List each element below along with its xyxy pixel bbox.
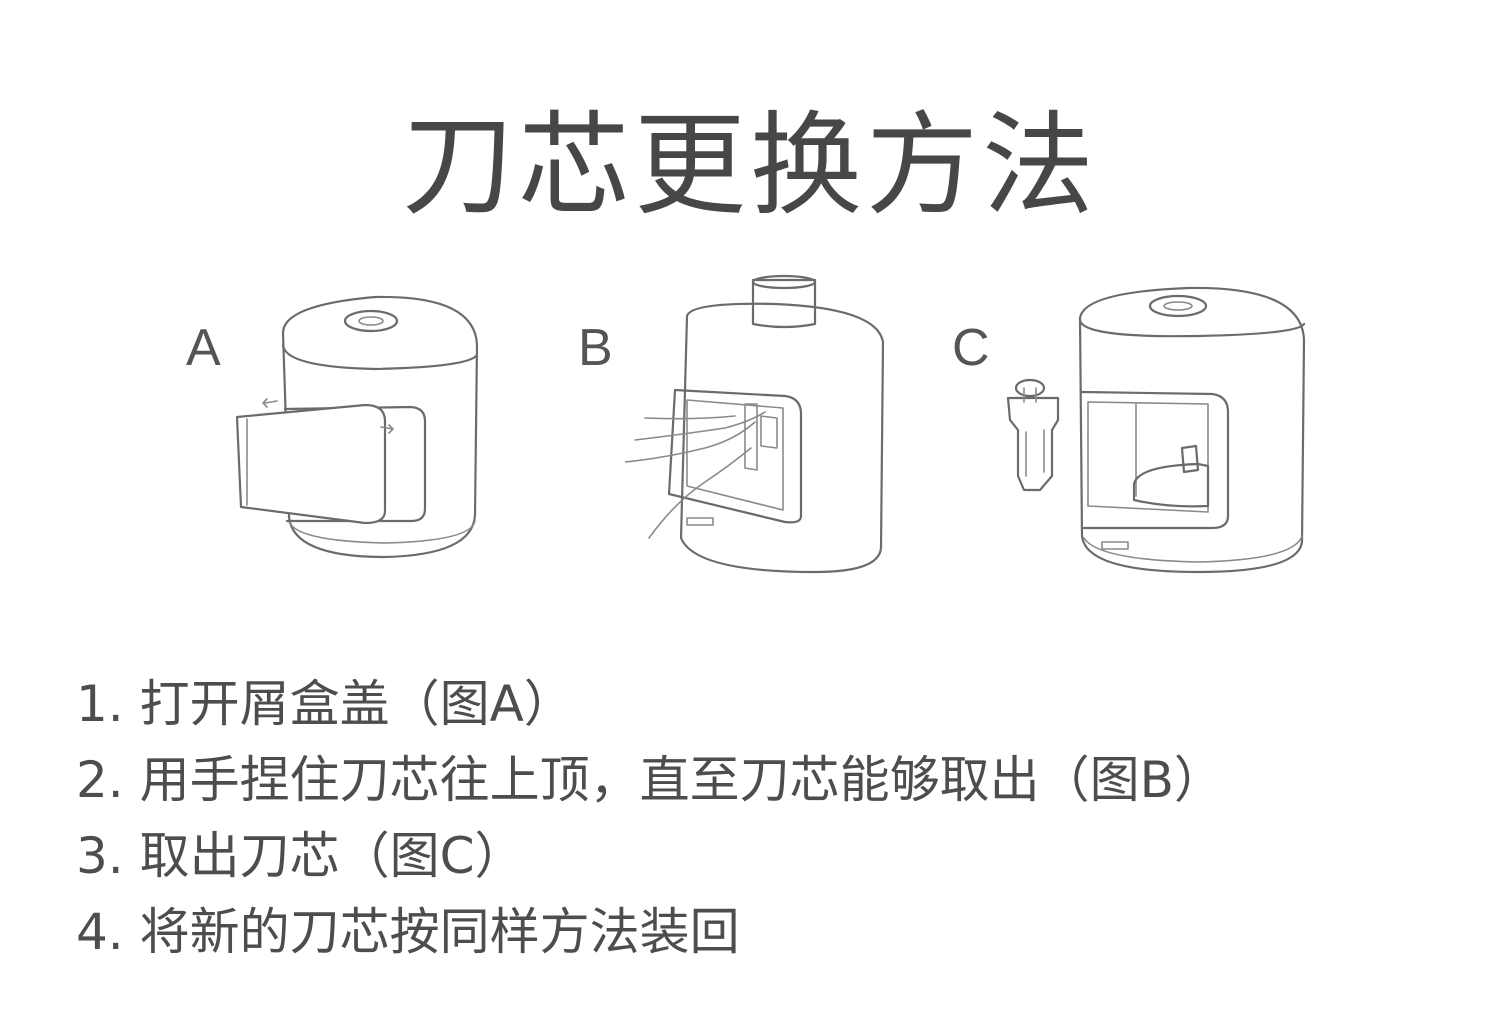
figure-label-c: C	[952, 319, 990, 377]
figure-b-illustration	[625, 274, 885, 574]
figure-label-a: A	[186, 319, 221, 377]
instruction-steps: 1. 打开屑盒盖（图A） 2. 用手捏住刀芯往上顶，直至刀芯能够取出（图B） 3…	[76, 666, 1224, 970]
figure-c-illustration	[1006, 286, 1306, 574]
step-1: 1. 打开屑盒盖（图A）	[76, 675, 574, 733]
step-2: 2. 用手捏住刀芯往上顶，直至刀芯能够取出（图B）	[76, 751, 1224, 809]
step-4: 4. 将新的刀芯按同样方法装回	[76, 903, 740, 961]
figure-a-illustration	[235, 295, 479, 559]
step-3: 3. 取出刀芯（图C）	[76, 827, 525, 885]
figure-label-b: B	[578, 319, 613, 377]
page-title: 刀芯更换方法	[402, 101, 1098, 232]
